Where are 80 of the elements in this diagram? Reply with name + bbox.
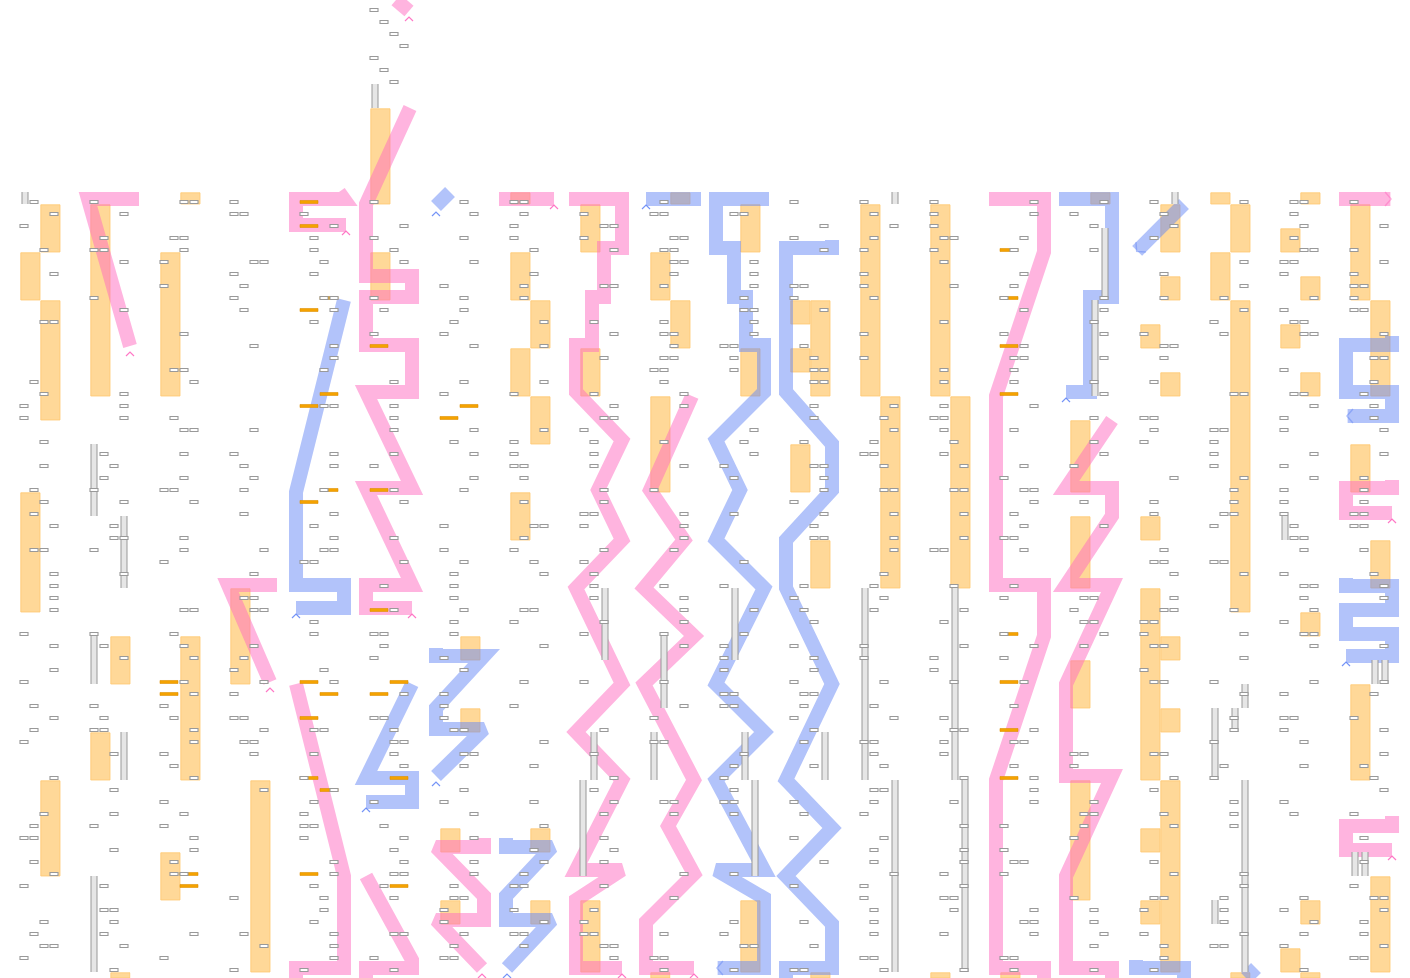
bar [1300,192,1321,205]
bar [440,828,461,853]
bar [1370,876,1391,973]
bar [810,972,831,978]
bar [580,348,601,397]
bar [1140,324,1161,349]
bar [670,300,691,349]
bar [370,108,391,205]
bar [1300,276,1321,301]
bar [1230,204,1251,253]
bar [530,828,551,853]
bar [530,900,551,925]
bar [740,348,761,397]
bar [1210,192,1231,205]
bar [790,348,811,373]
bar [460,636,481,661]
bar [510,252,531,301]
bar [880,396,901,589]
bar [180,636,201,781]
bar [1230,972,1251,978]
bar [510,492,531,541]
bar [230,588,251,685]
bar [110,636,131,685]
bar [250,780,271,973]
bar [40,780,61,877]
bar [110,972,131,978]
bar [1160,276,1181,301]
bar [90,732,111,781]
bar [1350,684,1371,781]
bar [370,252,391,301]
bar [1160,204,1181,253]
bar [160,852,181,901]
bar [510,348,531,397]
bar [20,252,41,301]
bar [1140,516,1161,541]
bar [650,252,671,301]
bar [1070,780,1091,901]
bar [670,192,691,205]
bar [20,492,41,613]
bar [1210,252,1231,301]
bar [1230,300,1251,613]
bar [1280,228,1301,253]
bar [1160,372,1181,397]
bar [810,540,831,589]
bar [1070,420,1091,493]
bar [930,204,951,397]
bar [1160,636,1181,661]
bar [1370,540,1391,589]
bar [1000,972,1021,978]
bar [580,204,601,253]
bar [650,972,671,978]
bar [90,204,111,397]
bar [1070,660,1091,709]
bar [1350,444,1371,493]
bar [460,708,481,733]
bar [740,204,761,253]
bar [1300,900,1321,925]
bar [790,444,811,493]
bar [1280,324,1301,349]
bar [1280,948,1301,973]
bar [1300,372,1321,397]
bar [1140,828,1161,853]
bar [40,204,61,253]
bar [650,396,671,493]
bar [530,300,551,349]
bar [1300,972,1321,978]
bar [860,204,881,397]
bar [1160,708,1181,733]
bar [790,300,811,325]
bar [740,900,761,973]
bar [40,300,61,421]
bar [1090,192,1111,205]
bar [1140,900,1161,925]
bar [160,252,181,397]
bar [1370,300,1391,397]
bar [950,396,971,589]
bar [1070,516,1091,589]
bar [530,396,551,445]
bar [930,972,951,978]
bar [1350,204,1371,301]
